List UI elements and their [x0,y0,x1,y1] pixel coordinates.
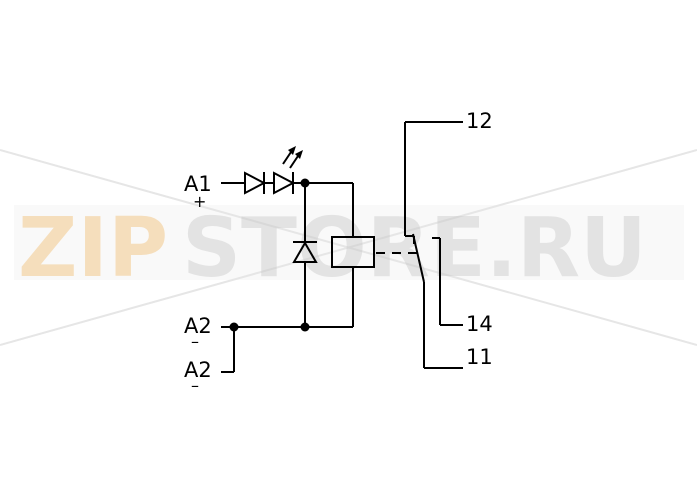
terminal-a2-bottom-label: A2 [184,358,212,382]
led-icon [273,146,305,195]
watermark-store: STORE.RU [182,201,647,296]
terminal-a1-sign: + [193,192,206,211]
watermark: ZIP STORE.RU [0,149,697,346]
terminal-14-label: 14 [466,312,493,336]
coil-top-wiring [300,178,354,242]
watermark-zip: ZIP [18,201,168,296]
freewheel-diode-icon [292,241,318,327]
terminal-a2-top-label: A2 [184,314,212,338]
terminal-a2-top-sign: – [191,332,199,351]
series-diode-icon [244,171,274,195]
changeover-contact-icon [404,121,463,369]
relay-coil-icon [331,236,375,327]
terminal-12-label: 12 [466,109,493,133]
terminal-a1-label: A1 [184,172,212,196]
terminal-a2-bottom-sign: – [191,376,199,395]
led-light-arrows-icon [282,146,303,169]
a2-bus [221,322,353,373]
terminal-11-label: 11 [466,345,493,369]
